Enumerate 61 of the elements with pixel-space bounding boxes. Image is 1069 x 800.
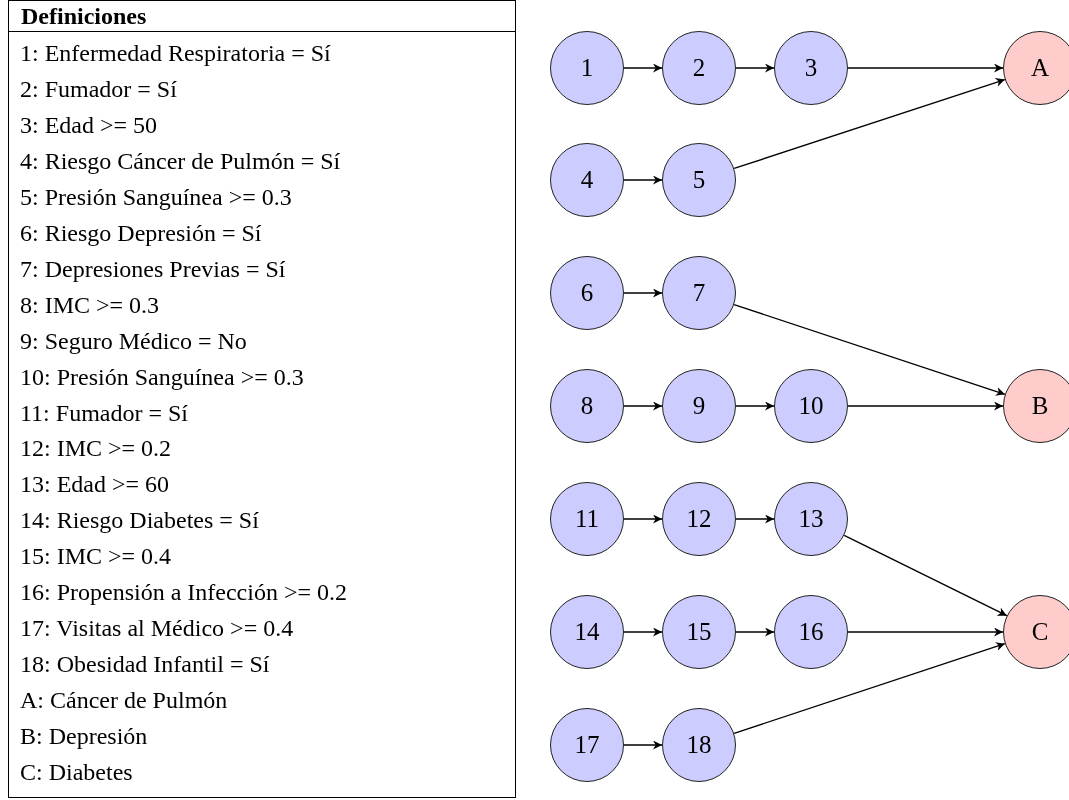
condition-circle: 17 bbox=[550, 708, 624, 782]
definition-text: 6: Riesgo Depresión = Sí bbox=[20, 218, 262, 247]
arrow bbox=[733, 642, 1006, 735]
table-heading: Definiciones bbox=[21, 3, 147, 29]
condition-circle: 5 bbox=[662, 143, 736, 217]
definition-text: 11: Fumador = Sí bbox=[20, 398, 188, 427]
arrow bbox=[623, 175, 663, 185]
definition-text: 8: IMC >= 0.3 bbox=[20, 290, 160, 319]
condition-circle: 18 bbox=[662, 708, 736, 782]
arrow bbox=[623, 514, 663, 524]
definition-text: C: Diabetes bbox=[20, 758, 133, 786]
arrow bbox=[623, 627, 663, 637]
arrow bbox=[623, 288, 663, 298]
condition-circle: 11 bbox=[550, 482, 624, 556]
definition-text: B: Depresión bbox=[20, 722, 148, 751]
condition-circle: 10 bbox=[774, 369, 848, 443]
definition-text: 18: Obesidad Infantil = Sí bbox=[20, 650, 270, 679]
arrow bbox=[735, 627, 775, 637]
definition-text: 15: IMC >= 0.4 bbox=[20, 542, 172, 571]
condition-circle: 7 bbox=[662, 256, 736, 330]
definition-text: 3: Edad >= 50 bbox=[20, 110, 158, 139]
condition-circle: 9 bbox=[662, 369, 736, 443]
arrow bbox=[847, 401, 1004, 411]
definition-text: 17: Visitas al Médico >= 0.4 bbox=[20, 614, 294, 643]
arrow bbox=[623, 740, 663, 750]
arrow bbox=[735, 63, 775, 73]
definition-text: A: Cáncer de Pulmón bbox=[20, 686, 228, 715]
condition-circle: 4 bbox=[550, 143, 624, 217]
condition-circle: 2 bbox=[662, 31, 736, 105]
arrow bbox=[847, 63, 1004, 73]
arrow bbox=[735, 514, 775, 524]
definition-text: 2: Fumador = Sí bbox=[20, 74, 177, 103]
arrow bbox=[847, 627, 1004, 637]
condition-circle: 14 bbox=[550, 595, 624, 669]
definition-text: 4: Riesgo Cáncer de Pulmón = Sí bbox=[20, 146, 341, 175]
condition-circle: 1 bbox=[550, 31, 624, 105]
condition-circle: 6 bbox=[550, 256, 624, 330]
condition-circle: 16 bbox=[774, 595, 848, 669]
definition-text: 7: Depresiones Previas = Sí bbox=[20, 254, 286, 283]
condition-circle: 3 bbox=[774, 31, 848, 105]
definition-text: 16: Propensión a Infección >= 0.2 bbox=[20, 578, 347, 607]
definition-text: 12: IMC >= 0.2 bbox=[20, 434, 172, 463]
arrow bbox=[733, 78, 1006, 170]
arrow bbox=[623, 401, 663, 411]
condition-circle: 15 bbox=[662, 595, 736, 669]
definition-text: 9: Seguro Médico = No bbox=[20, 326, 247, 355]
condition-circle: 13 bbox=[774, 482, 848, 556]
definition-text: 5: Presión Sanguínea >= 0.3 bbox=[20, 182, 292, 211]
definition-text: 1: Enfermedad Respiratoria = Sí bbox=[20, 39, 331, 67]
definition-text: 14: Riesgo Diabetes = Sí bbox=[20, 506, 259, 535]
arrow bbox=[735, 401, 775, 411]
condition-circle: 12 bbox=[662, 482, 736, 556]
definition-text: 13: Edad >= 60 bbox=[20, 470, 170, 499]
arrow bbox=[733, 303, 1006, 396]
arrow bbox=[623, 63, 663, 73]
condition-circle: 8 bbox=[550, 369, 624, 443]
outcome-circle: A bbox=[1003, 31, 1069, 105]
outcome-circle: C bbox=[1003, 595, 1069, 669]
arrow bbox=[843, 534, 1008, 617]
definition-text: 10: Presión Sanguínea >= 0.3 bbox=[20, 362, 304, 391]
outcome-circle: B bbox=[1003, 369, 1069, 443]
